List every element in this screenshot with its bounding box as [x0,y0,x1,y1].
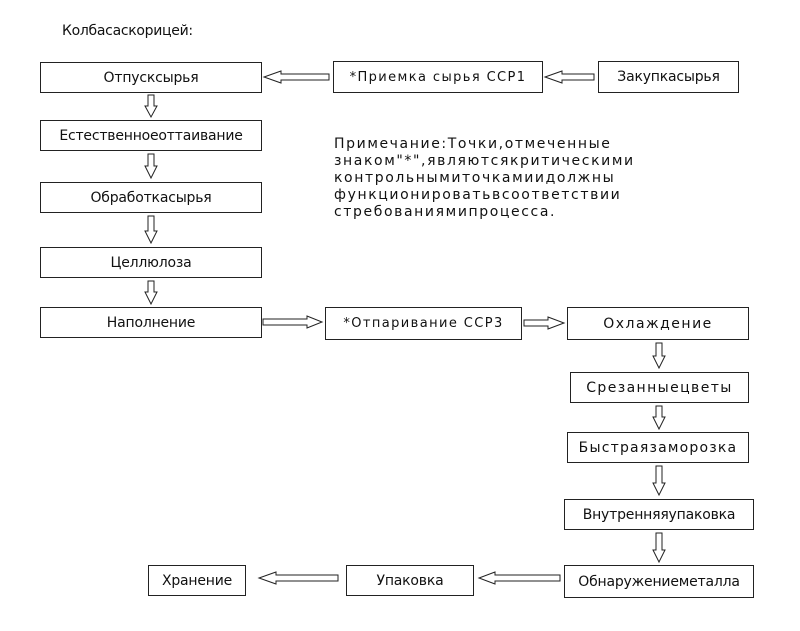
arrow-left-icon [543,70,595,84]
critical-points-note: Примечание:Точки,отмеченные знаком"*",яв… [334,136,664,221]
step-natural-thawing: Естественноеоттаивание [40,120,262,151]
arrow-down-icon [652,465,666,497]
arrow-down-icon [144,215,158,245]
note-line: стребованиямипроцесса. [334,204,557,220]
step-filling: Наполнение [40,307,262,338]
step-inner-packaging: Внутренняяупаковка [564,499,754,530]
step-storage: Хранение [148,565,246,596]
arrow-down-icon [144,280,158,306]
step-raw-material-purchase: Закупкасырья [598,61,739,93]
note-line: Примечание:Точки,отмеченные [334,136,612,152]
arrow-down-icon [652,532,666,564]
diagram-title: Колбасаскорицей: [62,23,193,39]
step-metal-detection: Обнаружениеметалла [564,565,754,598]
step-cellulose: Целлюлоза [40,247,262,278]
arrow-left-icon [262,70,330,84]
step-cut-flowers: Срезанныецветы [570,372,749,403]
note-line: знаком"*",являютсякритическими [334,153,635,169]
step-quick-freezing: Быстраязаморозка [567,432,749,463]
step-steaming-ccp3: *Отпаривание CCP3 [325,307,522,340]
step-cooling: Охлаждение [567,307,749,340]
note-line: функционироватьвсоответствии [334,187,622,203]
step-packing: Упаковка [346,565,474,596]
arrow-down-icon [652,342,666,370]
arrow-down-icon [144,153,158,180]
arrow-down-icon [652,405,666,431]
arrow-left-icon [477,571,561,585]
arrow-right-icon [262,315,324,329]
step-raw-material-processing: Обработкасырья [40,182,262,213]
step-raw-material-receiving-ccp1: *Приемка сырья CCP1 [333,61,543,93]
step-raw-material-release: Отпусксырья [40,62,262,93]
arrow-left-icon [257,571,339,585]
note-line: контрольнымиточкамиидолжны [334,170,616,186]
arrow-right-icon [523,316,566,330]
arrow-down-icon [144,94,158,119]
